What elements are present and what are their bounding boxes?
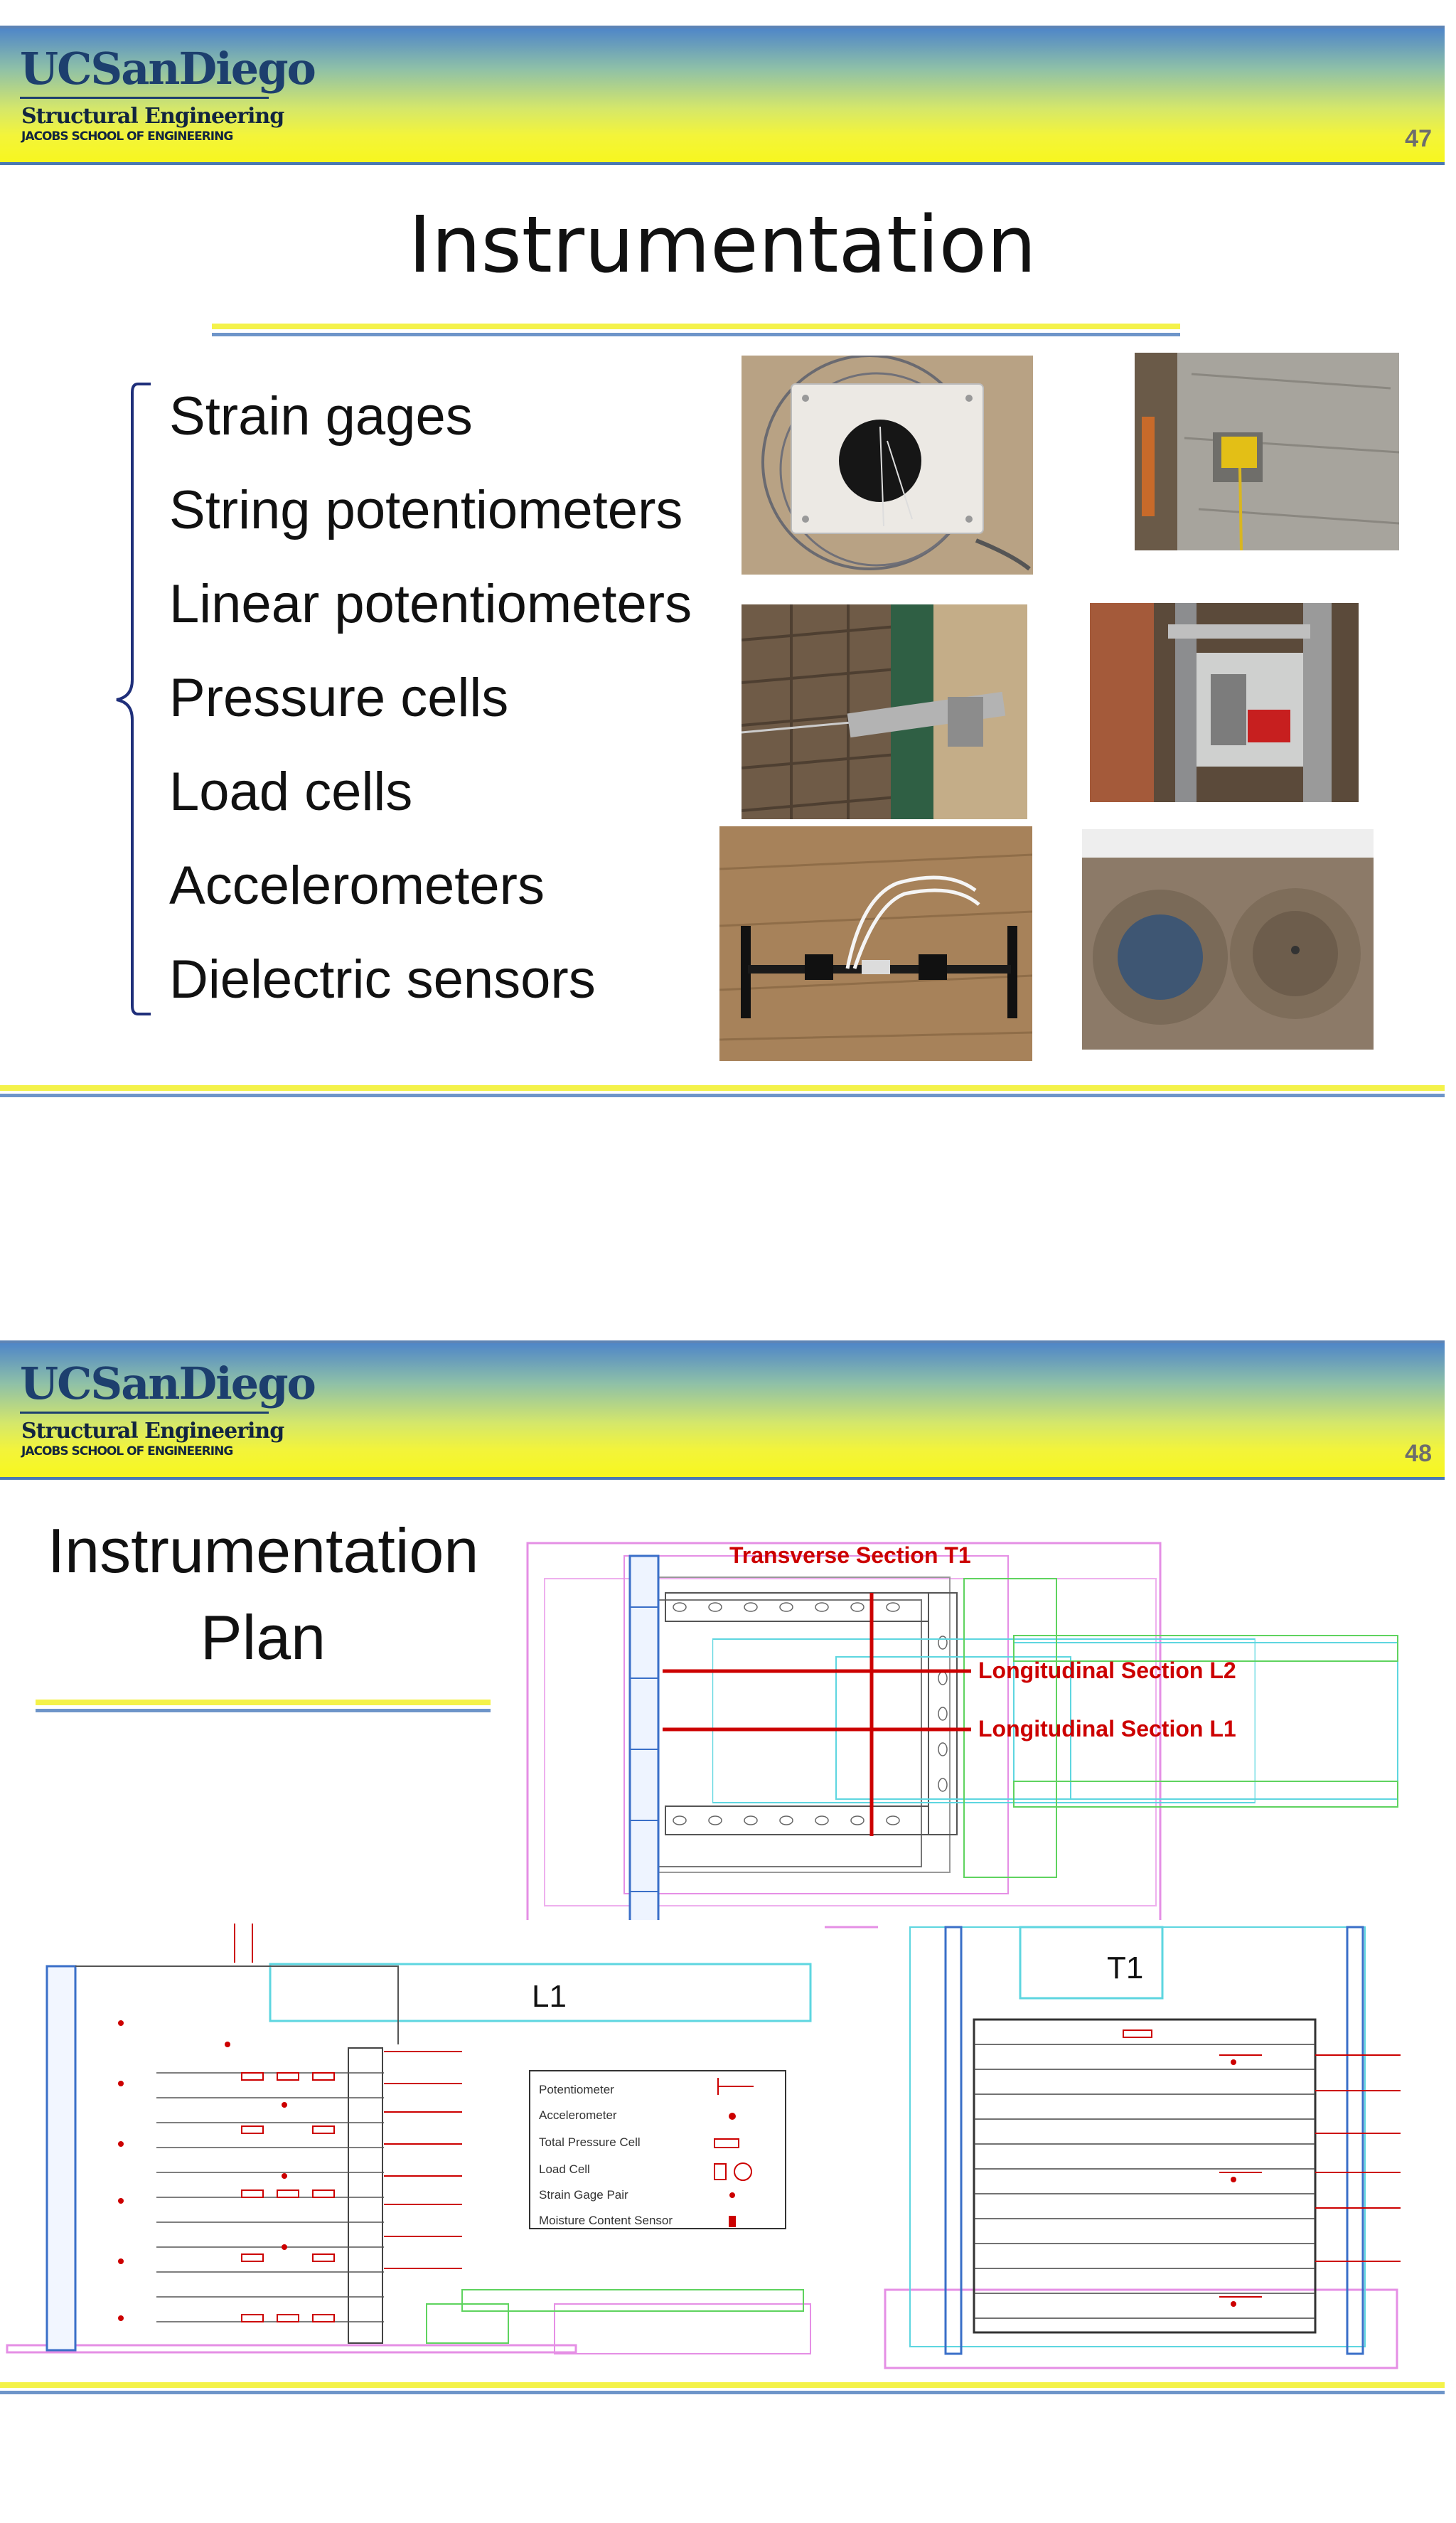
section-l1-drawing: L1 Potentiometer Accelerometer Total Pre…	[0, 1920, 825, 2375]
title-rule-yellow	[212, 324, 1180, 329]
plan-view-drawing: Transverse Section T1 Longitudinal Secti…	[523, 1536, 1405, 1934]
logo-rule	[20, 97, 269, 99]
bullet-item: Linear potentiometers	[169, 574, 692, 634]
page-number: 48	[1405, 1440, 1432, 1467]
legend-item: Accelerometer	[539, 2108, 617, 2122]
slide-title: Instrumentation	[408, 199, 1037, 290]
logo-department: Structural Engineering	[21, 104, 284, 129]
section-t1-drawing: T1	[878, 1920, 1404, 2375]
bullet-item: Accelerometers	[169, 855, 545, 916]
section-l1-label: L1	[532, 1979, 567, 2014]
legend-item: Potentiometer	[539, 2083, 614, 2096]
logo-school: JACOBS SCHOOL OF ENGINEERING	[21, 1444, 233, 1458]
slide-47: UCSanDiego Structural Engineering JACOBS…	[0, 0, 1456, 1138]
bullet-brace	[116, 383, 151, 1015]
page-number: 47	[1405, 125, 1432, 152]
footer-rule-yellow	[0, 1085, 1445, 1091]
bullet-item: String potentiometers	[169, 480, 683, 540]
longitudinal-l2-label: Longitudinal Section L2	[978, 1658, 1236, 1683]
bullet-list: Strain gages String potentiometers Linea…	[169, 370, 692, 1027]
slide-title-line2: Plan	[200, 1602, 326, 1673]
logo-school: JACOBS SCHOOL OF ENGINEERING	[21, 129, 233, 144]
header-banner: UCSanDiego Structural Engineering JACOBS…	[0, 26, 1445, 165]
footer-rule-blue	[0, 1094, 1445, 1097]
accelerometer-cable-photo	[719, 826, 1032, 1061]
bullet-item: Dielectric sensors	[169, 949, 596, 1010]
bullet-item: Pressure cells	[169, 668, 509, 728]
logo-rule	[20, 1412, 269, 1414]
linear-potentiometer-photo	[742, 604, 1027, 819]
legend-item: Strain Gage Pair	[539, 2188, 628, 2202]
bullet-item: Strain gages	[169, 386, 473, 447]
slide-title-line1: Instrumentation	[47, 1515, 479, 1586]
header-banner: UCSanDiego Structural Engineering JACOBS…	[0, 1340, 1445, 1480]
slide-48: UCSanDiego Structural Engineering JACOBS…	[0, 1330, 1456, 2510]
section-t1-label: T1	[1107, 1951, 1143, 1985]
load-cell-bracket-photo	[1090, 603, 1359, 802]
string-potentiometer-photo	[742, 356, 1033, 575]
title-rule-blue	[212, 333, 1180, 336]
bullet-item: Load cells	[169, 762, 413, 822]
pressure-cells-photo	[1082, 829, 1374, 1050]
legend-item: Total Pressure Cell	[539, 2135, 641, 2149]
footer-rule-blue	[0, 2391, 1445, 2394]
title-rule-blue	[36, 1709, 491, 1712]
ucsd-logo: UCSanDiego	[20, 43, 316, 95]
footer-rule-yellow	[0, 2382, 1445, 2388]
transverse-section-label: Transverse Section T1	[729, 1542, 971, 1568]
logo-department: Structural Engineering	[21, 1419, 284, 1444]
legend-item: Load Cell	[539, 2162, 590, 2176]
wall-sensor-photo	[1135, 353, 1399, 550]
legend-item: Moisture Content Sensor	[539, 2214, 673, 2227]
longitudinal-l1-label: Longitudinal Section L1	[978, 1716, 1236, 1741]
ucsd-logo: UCSanDiego	[20, 1357, 316, 1409]
title-rule-yellow	[36, 1700, 491, 1705]
